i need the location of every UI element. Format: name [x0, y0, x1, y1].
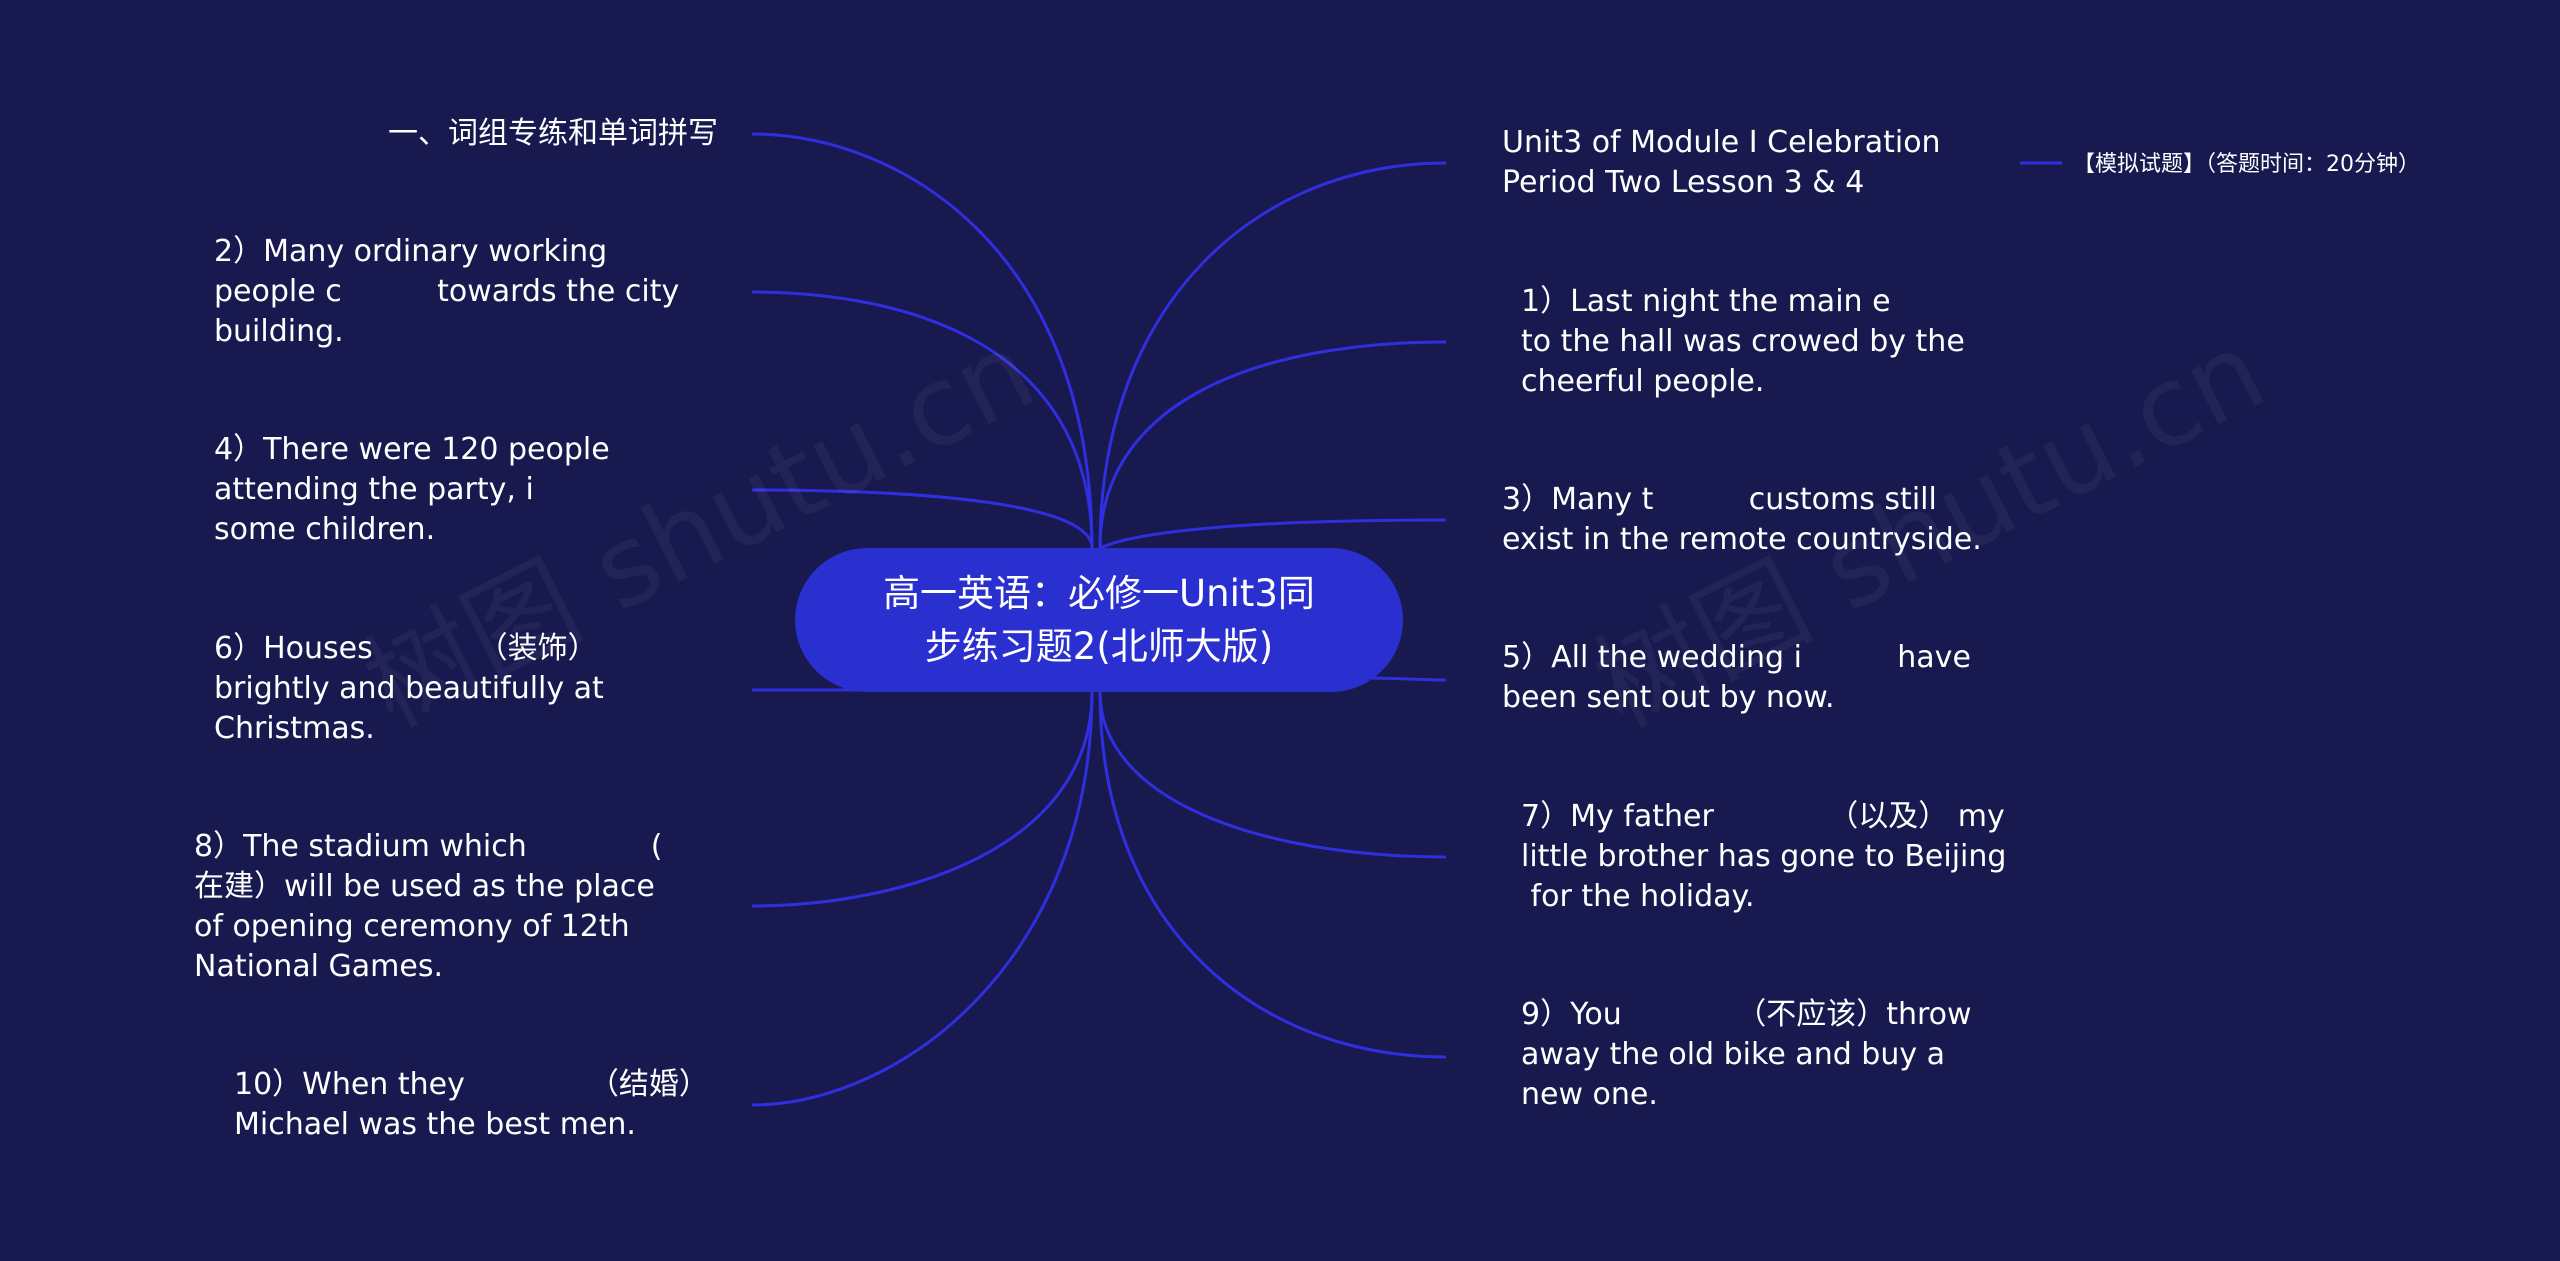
right-node-6[interactable]: 9）You （不应该）throw away the old bike and b… [1521, 997, 1972, 1112]
edge-left-2 [751, 290, 1094, 549]
left-node-1[interactable]: 一、词组专练和单词拼写 [388, 116, 718, 151]
root-title: 高一英语：必修一Unit3同 步练习题2(北师大版) [883, 572, 1315, 668]
right-node-4[interactable]: 5）All the wedding i have been sent out b… [1502, 640, 1971, 715]
right-node-5[interactable]: 7）My father （以及） my little brother has g… [1521, 799, 2007, 914]
root-node[interactable]: 高一英语：必修一Unit3同 步练习题2(北师大版) [795, 548, 1403, 692]
right-node-2[interactable]: 1）Last night the main e to the hall was … [1521, 284, 1965, 399]
left-node-2[interactable]: 2）Many ordinary working people c towards… [214, 234, 680, 349]
edge-left-3 [751, 488, 1094, 549]
right-node-1[interactable]: Unit3 of Module I Celebration Period Two… [1502, 125, 1941, 200]
left-node-4[interactable]: 6）Houses （装饰） brightly and beautifully a… [214, 631, 604, 746]
edge-left-5 [751, 691, 1094, 908]
edge-right-2 [1098, 340, 1447, 549]
edge-right-5 [1098, 691, 1447, 859]
edge-left-1 [751, 132, 1094, 549]
left-node-3[interactable]: 4）There were 120 people attending the pa… [214, 432, 610, 547]
edge-right-1 [1098, 161, 1447, 549]
edge-right-6 [1098, 691, 1447, 1059]
left-node-6[interactable]: 10）When they （结婚） Michael was the best m… [234, 1067, 709, 1142]
right-node-3[interactable]: 3）Many t customs still exist in the remo… [1502, 482, 1982, 557]
edge-right-3 [1099, 518, 1447, 550]
leaf-node[interactable]: 【模拟试题】（答题时间：20分钟） [2073, 152, 2420, 177]
left-node-5[interactable]: 8）The stadium which ( 在建）will be used as… [194, 829, 663, 984]
edge-left-6 [751, 691, 1094, 1107]
